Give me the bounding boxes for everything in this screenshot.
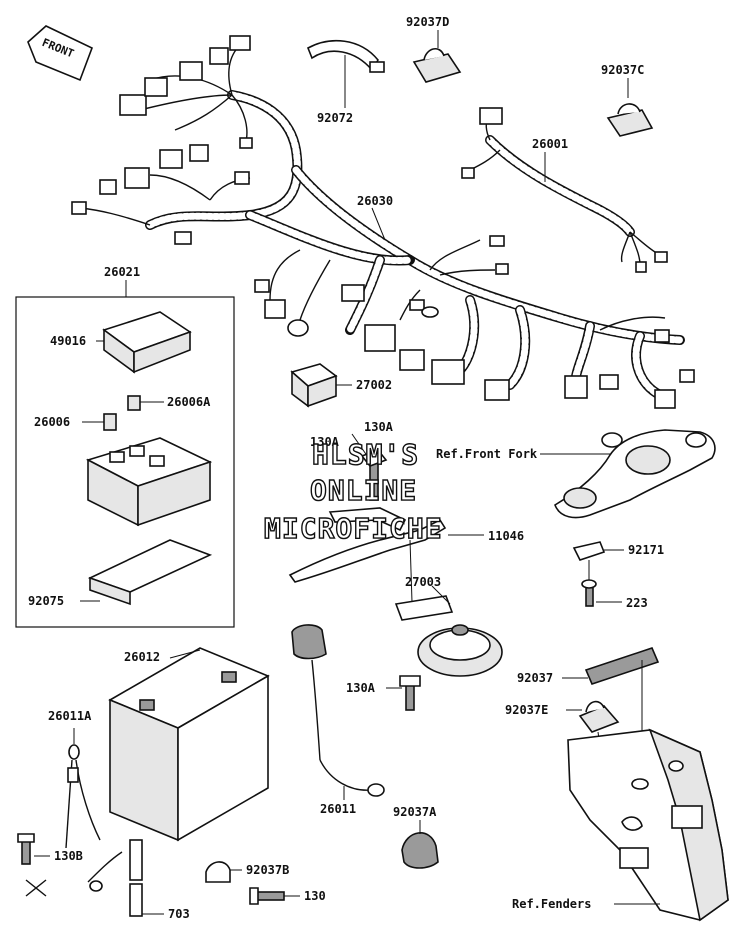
clamp-92037C: [606, 78, 654, 137]
label-26030: 26030: [357, 194, 393, 208]
label-130B: 130B: [54, 849, 83, 863]
rear-fender: [567, 728, 729, 922]
tube-703: [129, 839, 164, 917]
label-92037A: 92037A: [393, 805, 437, 819]
label-49016: 49016: [50, 334, 86, 348]
clamp-92037A: [401, 820, 439, 869]
battery-cable-26011A: [65, 728, 101, 849]
watermark: HLSM'S ONLINE MICROFICHE: [263, 437, 443, 545]
clamp-92037D: [412, 30, 462, 83]
label-11046: 11046: [488, 529, 524, 543]
bolt-130: [249, 887, 300, 905]
relay-27002: [290, 363, 352, 408]
horn-bracket-11046: [288, 433, 484, 603]
label-92075: 92075: [28, 594, 64, 608]
clip-92171: [572, 541, 624, 561]
label-27003: 27003: [405, 575, 441, 589]
label-26012: 26012: [124, 650, 160, 664]
clamp-92037B: [205, 861, 242, 883]
label-92037: 92037: [517, 671, 553, 685]
watermark-line-1: HLSM'S: [312, 438, 419, 471]
bolt-130B: [17, 833, 123, 897]
label-92037C: 92037C: [601, 63, 644, 77]
label-26006A: 26006A: [167, 395, 211, 409]
battery-26012: [108, 647, 270, 842]
watermark-line-2: ONLINE: [310, 474, 417, 507]
label-26011A: 26011A: [48, 709, 92, 723]
sub-harness-26001: [461, 107, 668, 273]
main-wiring-harness-26030: [71, 35, 695, 409]
front-fork-bracket: [540, 429, 716, 519]
label-26021: 26021: [104, 265, 140, 279]
label-703: 703: [168, 907, 190, 921]
label-130A-mid: 130A: [310, 435, 340, 449]
screw-223: [581, 560, 622, 607]
watermark-line-3: MICROFICHE: [264, 512, 443, 545]
label-27002: 27002: [356, 378, 392, 392]
bolt-130A-lower: [386, 675, 421, 711]
label-ref-front-fork: Ref.Front Fork: [436, 447, 538, 461]
label-223: 223: [626, 596, 648, 610]
clamp-92037E: [566, 700, 620, 761]
fuse-box-assembly-26021: [15, 296, 235, 628]
label-92171: 92171: [628, 543, 664, 557]
strip-92037: [562, 647, 660, 770]
label-130: 130: [304, 889, 326, 903]
label-26011: 26011: [320, 802, 356, 816]
label-92037E: 92037E: [505, 703, 548, 717]
label-ref-fenders: Ref.Fenders: [512, 897, 591, 911]
label-26001: 26001: [532, 137, 568, 151]
label-92072: 92072: [317, 111, 353, 125]
label-26006: 26006: [34, 415, 70, 429]
label-130A-lower: 130A: [346, 681, 376, 695]
horn-27003: [394, 585, 503, 677]
label-130A-upper: 130A: [364, 420, 394, 434]
band-92072: [306, 39, 385, 108]
battery-cable-26011: [291, 624, 385, 800]
label-92037B: 92037B: [246, 863, 289, 877]
label-92037D: 92037D: [406, 15, 449, 29]
front-arrow-badge: FRONT: [27, 25, 94, 82]
